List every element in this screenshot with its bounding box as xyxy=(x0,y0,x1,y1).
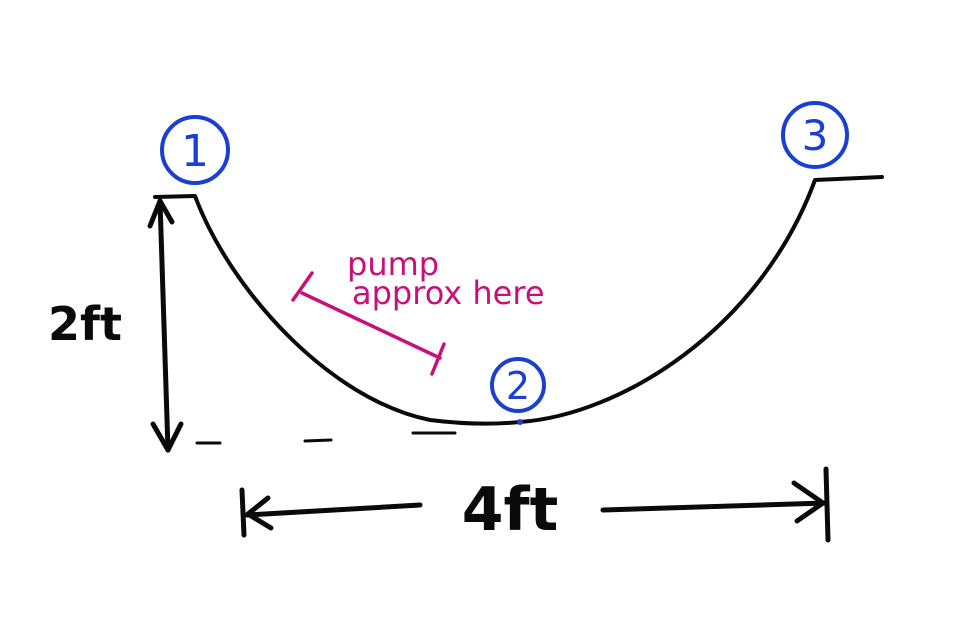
point-marker-1: 1 xyxy=(160,115,230,185)
point-dot-2 xyxy=(517,419,523,425)
point-marker-3: 3 xyxy=(781,101,849,169)
pipe-curve xyxy=(153,175,884,426)
annotation-line-1: pump xyxy=(347,245,439,283)
point-label-1: 1 xyxy=(181,126,209,177)
marker-circle-3 xyxy=(781,101,849,169)
point-marker-2: 2 xyxy=(490,357,546,425)
pump-range-marker xyxy=(291,271,446,376)
height-arrow xyxy=(147,198,184,453)
width-arrow xyxy=(239,466,831,543)
annotation-line-2: approx here xyxy=(352,274,545,312)
marker-circle-2 xyxy=(490,357,546,413)
width-label: 4ft xyxy=(462,475,559,545)
point-label-3: 3 xyxy=(802,111,829,160)
height-label: 2ft xyxy=(48,297,122,351)
point-label-2: 2 xyxy=(506,364,530,408)
baseline-dashes xyxy=(195,431,457,445)
marker-circle-1 xyxy=(160,115,230,185)
